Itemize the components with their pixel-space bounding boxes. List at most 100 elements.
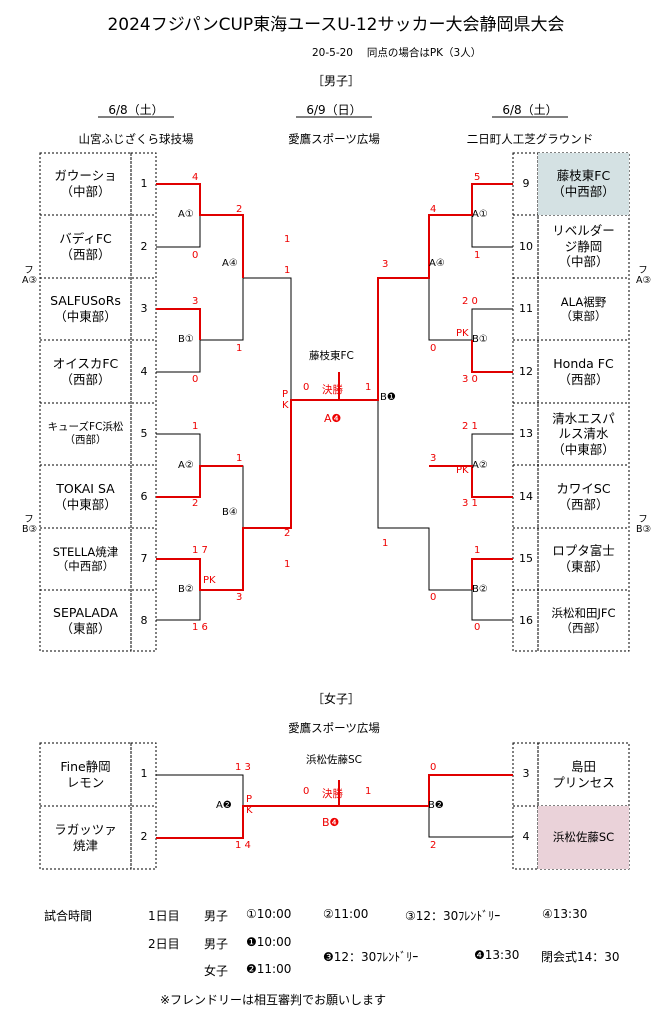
score: 1 4 (235, 840, 251, 851)
team-right-16: 浜松和田JFC （西部） (551, 606, 616, 635)
match-label: A① (178, 209, 194, 220)
score: 1 (192, 421, 199, 432)
team-left-6: TOKAI SA （中東部） (54, 480, 117, 512)
seed-11: 11 (519, 302, 533, 315)
team-right-14: カワイSC （西部） (556, 480, 611, 512)
seed-6: 6 (140, 490, 148, 503)
team-left-4: オイスカFC （西部） (52, 355, 119, 387)
day1-label: 1日目 (148, 909, 180, 923)
seed-13: 13 (519, 427, 533, 440)
score: 0 (192, 250, 199, 261)
match-rules: 20-5-20 同点の場合はPK（3人） (312, 47, 482, 59)
score: 0 (303, 382, 310, 393)
score: 1 6 (192, 622, 208, 633)
score: 2 0 (462, 296, 478, 307)
team-left-1: ガウーショ （中部） (54, 168, 117, 199)
score: 1 (365, 382, 372, 393)
score: 1 (284, 234, 291, 245)
score: 2 (430, 840, 437, 851)
score: 1 3 (235, 762, 251, 773)
score: 2 (192, 498, 199, 509)
champion-boys: 藤枝東FC (309, 350, 354, 362)
day2-label: 2日目 (148, 937, 180, 951)
seed-16: 16 (519, 614, 533, 627)
seed-4: 4 (140, 365, 148, 378)
match-label: B② (178, 584, 194, 595)
date-right: 6/8（土） (502, 103, 558, 117)
pk-mark: PK (456, 328, 469, 339)
girls-seed-4: 4 (522, 830, 530, 843)
team-right-12: Honda FC （西部） (553, 355, 614, 387)
girls-seed-3: 3 (522, 767, 530, 780)
date-left: 6/8（土） (108, 103, 164, 117)
day1-boys: 男子 (204, 909, 229, 923)
time: ①10:00 (246, 907, 292, 921)
match-label: B① (472, 334, 488, 345)
match-label: A② (472, 460, 488, 471)
boys-heading: ［男子］ (311, 74, 360, 88)
score: 4 (192, 172, 199, 183)
final-code: B❹ (322, 816, 340, 829)
seed-7: 7 (140, 552, 148, 565)
final-code: A❹ (324, 412, 342, 425)
match-label: A② (178, 460, 194, 471)
team-right-15: ロプタ富士 （東部） (552, 543, 615, 574)
champion-girls: 浜松佐藤SC (306, 754, 362, 766)
score: 1 (236, 453, 243, 464)
score: 3 (430, 453, 437, 464)
score: 1 7 (192, 545, 208, 556)
team-right-10: リベルダー ジ静岡 （中部） (552, 223, 615, 270)
friendly-right-top: フ A③ (636, 265, 652, 287)
score: 3 1 (462, 498, 478, 509)
pk-mark: PK (456, 465, 469, 476)
score: 0 (303, 786, 310, 797)
match-label: B❶ (380, 392, 396, 403)
score: 3 (236, 592, 243, 603)
final-label: 決勝 (322, 788, 343, 800)
score: 1 (474, 250, 481, 261)
score: 0 (430, 343, 437, 354)
score: 0 (474, 622, 481, 633)
seed-14: 14 (519, 490, 533, 503)
team-right-11: ALA裾野 （東部） (560, 294, 607, 323)
girls-team-2: ラガッツァ 焼津 (54, 821, 117, 853)
venue-left: 山宮ふじざくら球技場 (78, 132, 194, 146)
friendly-note: ※フレンドリーは相互審判でお願いします (160, 993, 387, 1007)
score: 0 (430, 762, 437, 773)
time: ❸12：30ﾌﾚﾝﾄﾞﾘｰ (323, 950, 419, 964)
match-label: A❷ (216, 800, 232, 811)
time: ❹13:30 (474, 948, 520, 962)
score: 2 (236, 204, 243, 215)
seed-9: 9 (522, 177, 530, 190)
day2-boys: 男子 (204, 937, 229, 951)
seed-5: 5 (140, 427, 148, 440)
team-left-2: バディFC （西部） (59, 230, 112, 262)
girls-heading: ［女子］ (311, 692, 360, 706)
score: 1 (284, 265, 291, 276)
team-right-9-winner: 藤枝東FC （中西部） (538, 153, 629, 215)
score: 0 (192, 374, 199, 385)
girls-team-4-winner: 浜松佐藤SC (538, 806, 629, 869)
seed-15: 15 (519, 552, 533, 565)
score: 1 (365, 786, 372, 797)
day2-girls: 女子 (204, 964, 229, 978)
score: 3 (192, 296, 199, 307)
score: 1 (284, 559, 291, 570)
girls-team-3: 島田 プリンセス (552, 758, 615, 790)
friendly-right-bottom: フ B③ (636, 514, 652, 536)
match-label: A④ (222, 258, 238, 269)
seed-2: 2 (140, 240, 148, 253)
time: ④13:30 (542, 907, 588, 921)
team-left-8: SEPALADA （東部） (53, 604, 118, 636)
seed-3: 3 (140, 302, 148, 315)
score: 0 (430, 592, 437, 603)
score: 5 (474, 172, 481, 183)
page-title: 2024フジパンCUP東海ユースU-12サッカー大会静岡県大会 (107, 15, 565, 35)
score: 1 (236, 343, 243, 354)
seed-10: 10 (519, 240, 533, 253)
seed-1: 1 (140, 177, 148, 190)
venue-center: 愛鷹スポーツ広場 (288, 132, 380, 146)
team-left-7: STELLA焼津 （中西部） (52, 544, 119, 573)
score: 2 (284, 528, 291, 539)
